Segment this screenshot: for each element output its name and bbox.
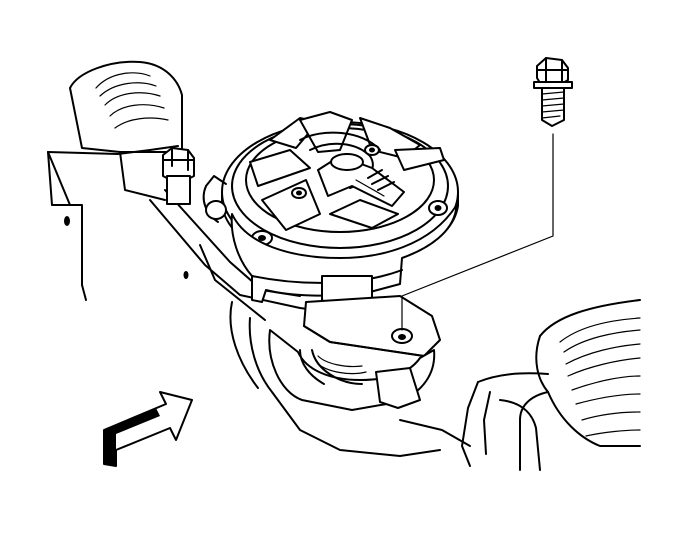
engine-block-boss [229,301,471,457]
hold-down-clamp [303,295,441,357]
hex-bolt-icon [533,57,573,127]
engine-bracket [47,60,331,321]
distributor-assembly [202,111,459,326]
rotor-vanes [249,111,445,231]
intake-manifold [461,299,641,471]
mounting-bolt [401,57,573,331]
leader-line [401,133,554,331]
direction-arrow-icon [103,391,193,467]
bracket-stud [162,147,195,205]
